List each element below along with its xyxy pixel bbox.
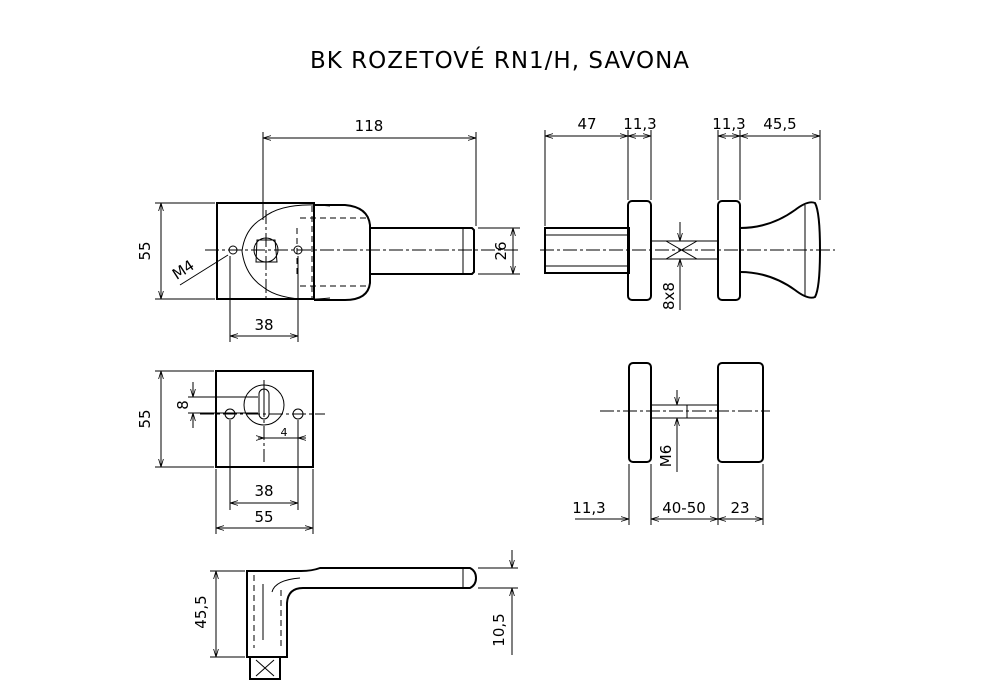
view-rosette-front: [155, 370, 325, 534]
dim-10-5: 10,5: [490, 613, 508, 646]
dim-23: 23: [730, 499, 749, 517]
view-front-handle: [155, 132, 520, 342]
drawing-title: BK ROZETOVÉ RN1/H, SAVONA: [310, 46, 690, 74]
dim-38-lower: 38: [254, 482, 273, 500]
dim-47: 47: [577, 115, 596, 133]
dim-45-5: 45,5: [763, 115, 796, 133]
dim-m4: M4: [169, 256, 198, 283]
dim-11-3-section: 11,3: [572, 499, 605, 517]
view-handle-top: [210, 550, 518, 680]
dim-4: 4: [281, 426, 288, 439]
dim-38-top: 38: [254, 316, 273, 334]
dim-m6: M6: [657, 445, 675, 468]
dim-11-3-left: 11,3: [623, 115, 656, 133]
dim-11-3-right: 11,3: [712, 115, 745, 133]
view-rosette-section: [575, 362, 770, 525]
dim-55-bottom: 55: [254, 508, 273, 526]
dim-45-5-handle: 45,5: [192, 595, 210, 628]
view-side-handle: [540, 130, 835, 310]
dim-118: 118: [355, 117, 384, 135]
dim-40-50: 40-50: [662, 499, 706, 517]
dim-55-rosette: 55: [136, 241, 154, 260]
dim-55-rosette-lower: 55: [136, 409, 154, 428]
dim-8x8: 8x8: [660, 282, 678, 310]
dim-8: 8: [174, 400, 192, 410]
dim-26: 26: [492, 241, 510, 260]
